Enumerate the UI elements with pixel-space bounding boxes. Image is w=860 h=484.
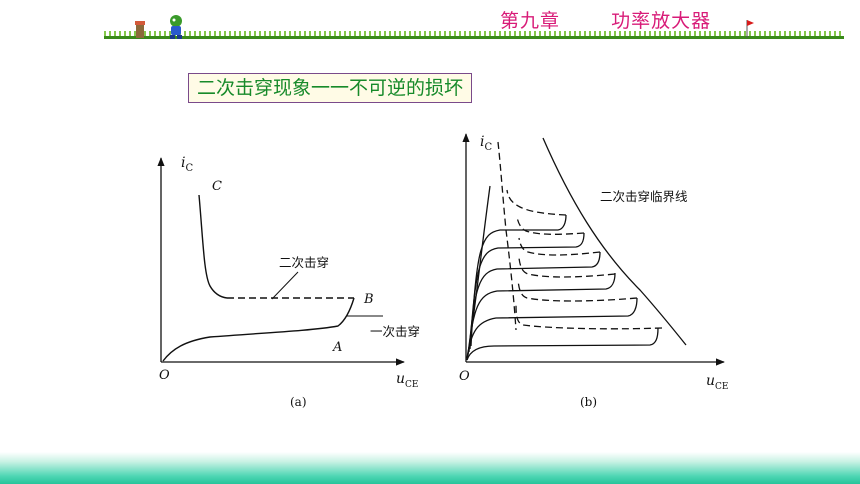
figure-a-point-a: A	[332, 340, 342, 355]
mascot-icon	[135, 15, 182, 39]
figure-b: iC uCE O 二次击穿临界线 (b)	[459, 133, 729, 409]
figure-a-point-c: C	[212, 179, 222, 194]
figure-b-breakdown-dash-3	[518, 257, 616, 278]
figure-a-y-label: iC	[181, 155, 193, 174]
figure-b-curve-4	[468, 251, 601, 353]
header-rule	[104, 36, 844, 39]
section-heading: 二次击穿现象一一不可逆的损坏	[188, 73, 473, 103]
figure-b-critical-line	[542, 137, 687, 346]
figure-a-second-breakdown-leader	[271, 271, 299, 300]
figure-a-characteristic-curve	[162, 297, 355, 362]
figure-b-breakdown-dash-6	[506, 189, 567, 216]
figure-a-negative-resistance-curve	[198, 194, 228, 299]
figure-b-breakdown-dash-5	[516, 216, 585, 235]
figure-b-curve-6	[470, 214, 567, 347]
figure-b-breakdown-dash-2	[517, 279, 638, 302]
figure-b-caption: (b)	[580, 395, 597, 409]
figure-a-second-breakdown-label: 二次击穿	[279, 255, 329, 270]
figure-a-x-label: uCE	[396, 371, 419, 390]
figure-b-curve-3	[467, 272, 616, 356]
figure-b-curve-2	[466, 297, 638, 359]
figure-a-caption: (a)	[290, 395, 307, 409]
figure-a-first-breakdown-label: 一次击穿	[370, 324, 420, 339]
topic-label: 功率放大器	[611, 10, 712, 32]
figure-b-origin: O	[459, 369, 470, 384]
figure-a: iC uCE O C B A 二次击穿 一次击穿 (a)	[157, 155, 420, 409]
figure-b-dashed-boundary	[497, 141, 517, 331]
figure-b-y-label: iC	[480, 134, 492, 153]
figure-a-origin: O	[159, 368, 170, 383]
grass-decoration	[104, 31, 844, 37]
figure-b-breakdown-dash-1	[515, 304, 663, 330]
figure-a-point-b: B	[363, 292, 374, 307]
figure-b-breakdown-dash-4	[518, 237, 601, 256]
footer-band	[0, 452, 860, 484]
flag-icon	[746, 20, 754, 38]
figure-b-critical-line-label: 二次击穿临界线	[600, 189, 688, 204]
chapter-label: 第九章	[500, 10, 561, 32]
figure-b-x-label: uCE	[706, 373, 729, 392]
figure-b-curve-1	[466, 327, 659, 361]
header-title: 第九章 功率放大器	[500, 6, 711, 33]
